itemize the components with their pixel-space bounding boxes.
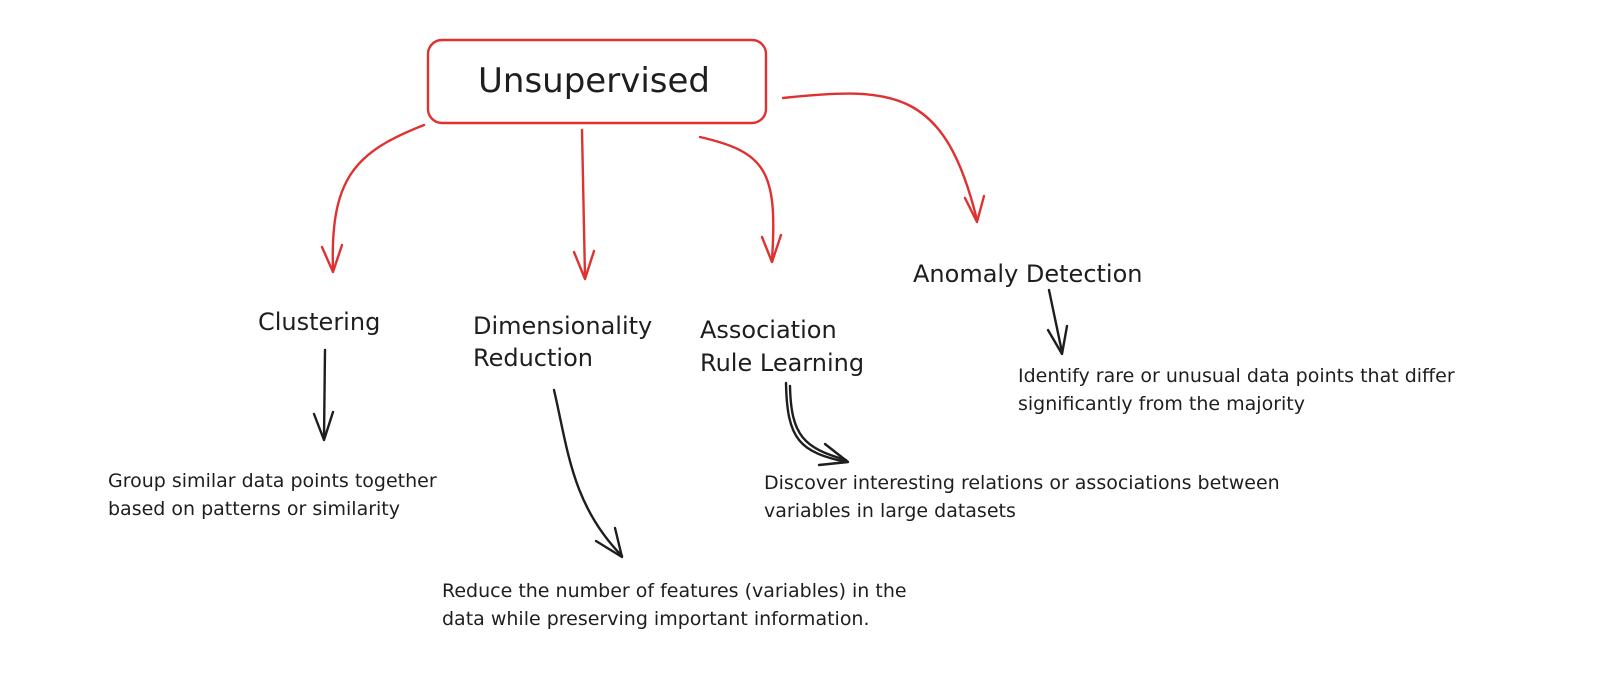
category-title: Clustering [258, 308, 380, 336]
edge-root-to-dimensionality-reduction [572, 128, 596, 281]
category-title-line: Association [700, 316, 837, 344]
category-dimensionality-reduction[interactable]: Dimensionality Reduction Reduce the numb… [442, 312, 913, 630]
edge-root-to-anomaly-detection [781, 92, 986, 224]
edge-dimensionality-reduction-to-description [552, 388, 624, 559]
category-title: Anomaly Detection [913, 260, 1143, 288]
edge-association-rule-learning-to-description [784, 381, 850, 467]
root-box [426, 38, 768, 125]
description-line: Identify rare or unusual data points tha… [1018, 365, 1455, 387]
category-anomaly-detection[interactable]: Anomaly Detection Identify rare or unusu… [913, 260, 1461, 415]
category-description: Reduce the number of features (variables… [442, 580, 913, 630]
root-label: Unsupervised [478, 61, 710, 101]
category-title-line: Reduction [473, 344, 593, 372]
description-line: Discover interesting relations or associ… [764, 472, 1280, 494]
edge-anomaly-detection-to-description [1046, 288, 1069, 356]
root-node[interactable]: Unsupervised [426, 38, 768, 125]
description-line: variables in large datasets [764, 500, 1016, 522]
edge-clustering-to-description [312, 348, 335, 442]
description-line: data while preserving important informat… [442, 608, 870, 630]
category-description: Group similar data points together based… [108, 470, 443, 520]
category-clustering[interactable]: Clustering Group similar data points tog… [108, 308, 443, 520]
description-line: Reduce the number of features (variables… [442, 580, 907, 602]
root-edges [320, 92, 986, 281]
description-line: significantly from the majority [1018, 393, 1305, 415]
description-line: based on patterns or similarity [108, 498, 400, 520]
category-title-line: Rule Learning [700, 349, 864, 377]
edge-root-to-clustering [320, 123, 426, 274]
category-description: Identify rare or unusual data points tha… [1018, 365, 1461, 415]
category-title-line: Dimensionality [473, 312, 652, 340]
category-title-line: Clustering [258, 308, 380, 336]
category-title-line: Anomaly Detection [913, 260, 1143, 288]
category-title: Association Rule Learning [700, 316, 864, 377]
edge-root-to-association-rule-learning [698, 135, 783, 264]
category-association-rule-learning[interactable]: Association Rule Learning Discover inter… [700, 316, 1286, 522]
category-title: Dimensionality Reduction [473, 312, 660, 372]
description-line: Group similar data points together [108, 470, 437, 492]
category-description: Discover interesting relations or associ… [764, 472, 1286, 522]
description-edges [312, 288, 1069, 559]
